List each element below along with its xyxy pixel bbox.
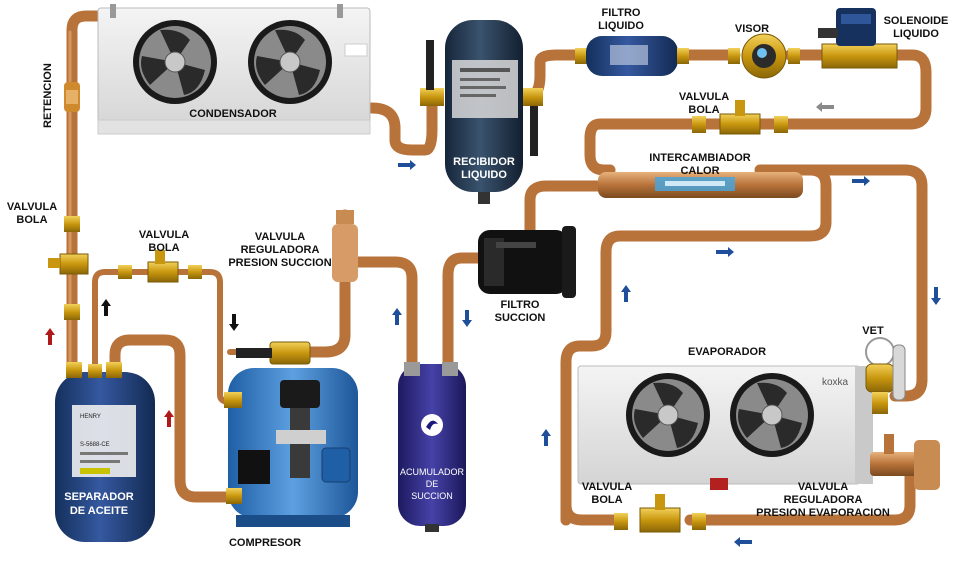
thermostatic-expansion-valve [865, 337, 906, 414]
label-solenoide-2: LIQUIDO [893, 28, 939, 40]
fan-icon [248, 20, 332, 104]
label-condensador: CONDENSADOR [189, 108, 276, 120]
arrow-down-icon [931, 287, 941, 305]
evaporator-pressure-regulator [870, 434, 940, 490]
label-valvula-bola-top-2: BOLA [688, 104, 719, 116]
label-reguladora-succion-3: PRESION SUCCION [228, 257, 331, 269]
label-filtro-liquido-2: LIQUIDO [598, 20, 644, 32]
arrow-down-icon [229, 314, 239, 331]
liquid-receiver [420, 20, 543, 204]
arrow-left-icon [816, 102, 834, 112]
ball-valve [614, 494, 706, 533]
separator-model: S-5688-CE [80, 442, 110, 448]
label-recibidor-1: RECIBIDOR [453, 156, 515, 168]
evaporator-brand: koxka [822, 377, 849, 388]
label-acumulador-3: SUCCION [411, 491, 453, 501]
fan-icon [626, 373, 710, 457]
heat-exchanger [598, 172, 803, 198]
sight-glass [728, 33, 800, 79]
suction-pressure-regulator [236, 210, 358, 365]
label-reguladora-evap-2: REGULADORA [784, 494, 863, 506]
label-recibidor-2: LIQUIDO [461, 169, 507, 181]
check-valve [64, 82, 80, 112]
label-separador-2: DE ACEITE [70, 505, 128, 517]
label-reguladora-evap-3: PRESION EVAPORACION [756, 507, 890, 519]
fan-icon [133, 20, 217, 104]
label-valvula-bola-mid-2: BOLA [148, 242, 179, 254]
ball-valve [118, 250, 202, 283]
label-acumulador-1: ACUMULADOR [400, 467, 465, 477]
arrow-up-icon [101, 299, 111, 316]
label-valvula-bola-bottom-1: VALVULA [582, 481, 632, 493]
label-filtro-succion-2: SUCCION [495, 312, 546, 324]
arrow-up-icon [541, 429, 551, 446]
arrow-left-icon [734, 537, 752, 547]
arrow-up-icon [164, 410, 174, 427]
label-compresor: COMPRESOR [229, 537, 301, 549]
arrow-right-icon [852, 176, 870, 186]
label-acumulador-2: DE [426, 479, 439, 489]
ball-valve [692, 100, 788, 135]
arrow-right-icon [398, 160, 416, 170]
solenoid-valve [818, 8, 898, 69]
label-valvula-bola-bottom-2: BOLA [591, 494, 622, 506]
arrow-down-icon [462, 310, 472, 327]
label-reguladora-succion-2: REGULADORA [241, 244, 320, 256]
liquid-filter-drier [575, 36, 689, 76]
label-valvula-bola-mid-1: VALVULA [139, 229, 189, 241]
arrow-up-icon [621, 285, 631, 302]
label-reguladora-succion-1: VALVULA [255, 231, 305, 243]
fan-icon [730, 373, 814, 457]
arrow-right-icon [716, 247, 734, 257]
component-labels: RETENCION CONDENSADOR RECIBIDOR LIQUIDO … [7, 7, 949, 549]
suction-accumulator [398, 362, 466, 532]
separator-brand: HENRY [80, 414, 101, 420]
label-filtro-liquido-1: FILTRO [602, 7, 641, 19]
label-vet: VET [862, 325, 884, 337]
label-filtro-succion-1: FILTRO [501, 299, 540, 311]
condenser-unit [97, 4, 371, 135]
arrow-up-icon [45, 328, 55, 345]
evaporator-unit: koxka [577, 365, 873, 490]
label-reguladora-evap-1: VALVULA [798, 481, 848, 493]
label-separador-1: SEPARADOR [64, 491, 134, 503]
ball-valve [48, 216, 89, 320]
label-valvula-bola-left-2: BOLA [16, 214, 47, 226]
label-valvula-bola-top-1: VALVULA [679, 91, 729, 103]
label-visor: VISOR [735, 23, 769, 35]
flow-arrows [45, 102, 941, 547]
label-solenoide-1: SOLENOIDE [884, 15, 949, 27]
label-evaporador: EVAPORADOR [688, 346, 766, 358]
arrow-up-icon [392, 308, 402, 325]
label-retencion: RETENCION [42, 63, 54, 128]
compressor [224, 368, 358, 527]
label-valvula-bola-left-1: VALVULA [7, 201, 57, 213]
label-intercambiador-2: CALOR [680, 165, 719, 177]
label-intercambiador-1: INTERCAMBIADOR [649, 152, 750, 164]
oil-separator: HENRY S-5688-CE [55, 362, 155, 542]
suction-filter [478, 226, 576, 298]
